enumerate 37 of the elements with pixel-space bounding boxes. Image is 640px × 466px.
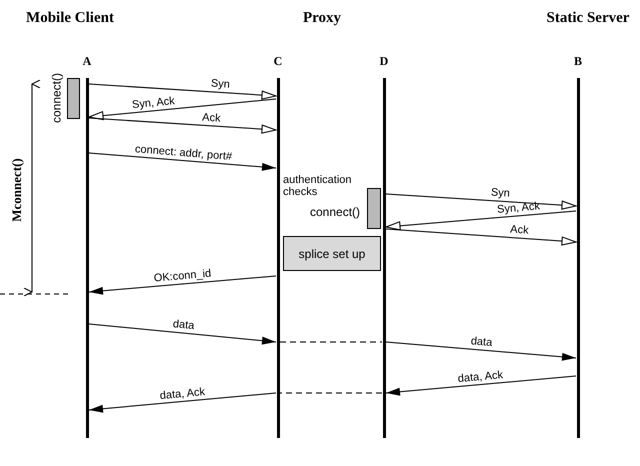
column-heading: Proxy	[302, 10, 342, 26]
message-arrow	[386, 342, 576, 361]
edge-label: Ack	[510, 224, 529, 237]
edge-label: connect: addr, port#	[134, 142, 232, 163]
activation-label: connect()	[310, 206, 360, 220]
process-box: splice set up	[283, 236, 381, 271]
lifeline-label: D	[380, 54, 388, 69]
message-arrow	[386, 376, 576, 396]
edge-label: data	[172, 318, 194, 332]
edge-label: data, Ack	[158, 386, 206, 402]
activation-bar	[67, 78, 80, 119]
activation-label: connect()	[50, 72, 64, 124]
edge-label: data	[470, 335, 493, 350]
message-arrow	[88, 392, 276, 413]
message-arrow	[88, 98, 276, 120]
edge-label: Syn, Ack	[132, 94, 176, 111]
column-heading: Mobile Client	[26, 10, 114, 26]
message-arrow	[88, 152, 276, 171]
edge-label: Syn	[210, 78, 230, 92]
message-arrow	[386, 228, 576, 246]
edge-label: Syn	[490, 186, 510, 200]
note-text: authentication checks	[283, 174, 352, 198]
message-arrow	[88, 118, 276, 134]
lifeline-label: A	[82, 54, 92, 69]
edge-label: Ack	[201, 111, 220, 125]
message-arrow	[386, 210, 576, 230]
lifeline-label: B	[574, 54, 582, 69]
edge-label: OK:conn_id	[152, 268, 212, 285]
message-arrow	[88, 324, 276, 345]
message-arrow	[88, 276, 276, 295]
dashed-connector	[280, 392, 382, 394]
dimension-label: Mconnect()	[10, 158, 24, 222]
edge-label: data, Ack	[457, 368, 504, 385]
edge-label: Syn, Ack	[496, 200, 540, 216]
lifeline-label: C	[274, 54, 282, 69]
activation-bar	[367, 188, 381, 229]
column-heading: Static Server	[546, 10, 630, 26]
